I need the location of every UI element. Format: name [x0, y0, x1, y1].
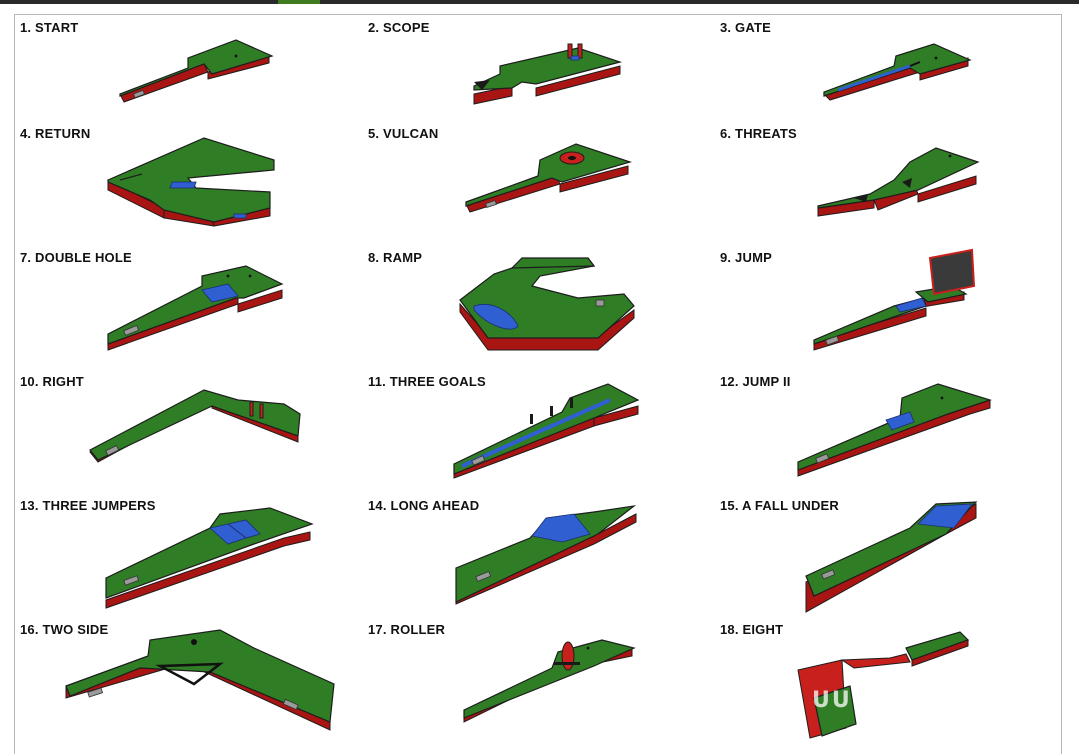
- hole-card-11: 11. THREE GOALS: [362, 370, 712, 494]
- course-15-illustration: [805, 501, 978, 613]
- hole-card-8: 8. RAMP: [362, 246, 712, 370]
- course-16-illustration: [65, 629, 335, 731]
- course-5-illustration: [465, 143, 633, 213]
- hole-card-18: 18. EIGHT: [714, 618, 1064, 742]
- hole-label: 9. JUMP: [720, 250, 772, 265]
- course-7-illustration: [107, 265, 284, 351]
- course-6-illustration: [817, 147, 980, 217]
- hole-card-7: 7. DOUBLE HOLE: [14, 246, 364, 370]
- hole-card-2: 2. SCOPE: [362, 16, 712, 140]
- hole-card-3: 3. GATE: [714, 16, 1064, 140]
- hole-card-6: 6. THREATS: [714, 122, 1064, 246]
- course-12-illustration: [797, 383, 992, 477]
- hole-card-5: 5. VULCAN: [362, 122, 712, 246]
- hole-card-12: 12. JUMP II: [714, 370, 1064, 494]
- hole-card-9: 9. JUMP: [714, 246, 1064, 370]
- hole-label: 4. RETURN: [20, 126, 91, 141]
- hole-card-13: 13. THREE JUMPERS: [14, 494, 364, 618]
- course-8-illustration: [459, 257, 635, 351]
- course-10-illustration: [89, 389, 301, 463]
- course-2-illustration: [473, 43, 623, 105]
- course-18-illustration: [797, 631, 970, 739]
- course-9-illustration: [813, 248, 976, 351]
- top-border: [0, 0, 1079, 4]
- hole-label: 10. RIGHT: [20, 374, 84, 389]
- course-1-illustration: [119, 39, 274, 103]
- course-13-illustration: [105, 507, 314, 609]
- hole-label: 16. TWO SIDE: [20, 622, 109, 637]
- hole-card-15: 15. A FALL UNDER: [714, 494, 1064, 618]
- hole-label: 2. SCOPE: [368, 20, 430, 35]
- hole-label: 18. EIGHT: [720, 622, 784, 637]
- course-14-illustration: [455, 505, 637, 605]
- top-accent: [278, 0, 320, 4]
- hole-label: 6. THREATS: [720, 126, 797, 141]
- hole-label: 11. THREE GOALS: [368, 374, 486, 389]
- hole-label: 15. A FALL UNDER: [720, 498, 840, 513]
- hole-card-1: 1. START: [14, 16, 364, 140]
- course-3-illustration: [823, 43, 972, 101]
- hole-label: 13. THREE JUMPERS: [20, 498, 156, 513]
- hole-label: 17. ROLLER: [368, 622, 446, 637]
- hole-label: 12. JUMP II: [720, 374, 791, 389]
- watermark-logo: UUT: [812, 688, 869, 713]
- hole-card-14: 14. LONG AHEAD: [362, 494, 712, 618]
- hole-card-4: 4. RETURN: [14, 122, 364, 246]
- hole-label: 5. VULCAN: [368, 126, 439, 141]
- hole-label: 3. GATE: [720, 20, 772, 35]
- hole-card-17: 17. ROLLER: [362, 618, 712, 742]
- course-11-illustration: [453, 383, 640, 479]
- hole-label: 8. RAMP: [368, 250, 423, 265]
- course-sheet: [14, 14, 1062, 754]
- hole-label: 7. DOUBLE HOLE: [20, 250, 132, 265]
- course-4-illustration: [107, 137, 275, 227]
- course-17-illustration: [463, 639, 636, 723]
- hole-label: 14. LONG AHEAD: [368, 498, 480, 513]
- hole-card-16: 16. TWO SIDE: [14, 618, 364, 742]
- hole-label: 1. START: [20, 20, 79, 35]
- hole-card-10: 10. RIGHT: [14, 370, 364, 494]
